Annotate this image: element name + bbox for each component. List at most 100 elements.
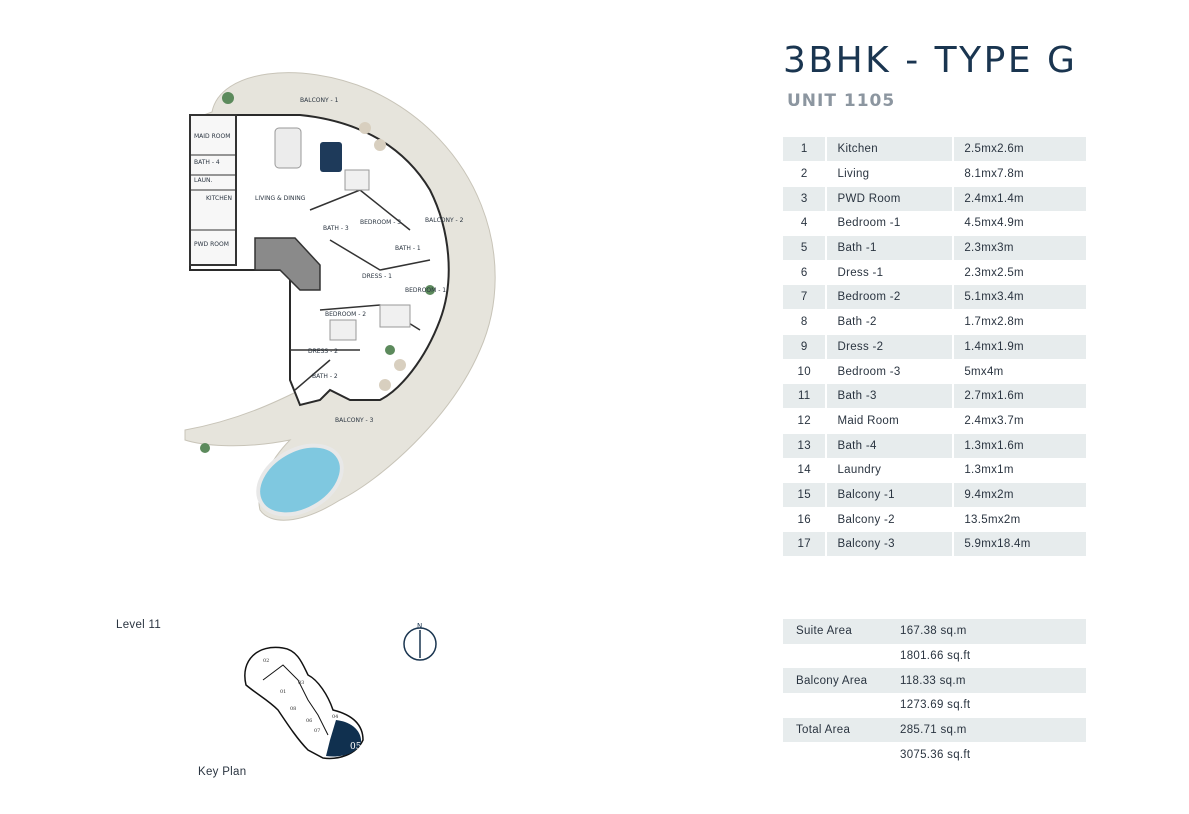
label-laundry: LAUN.	[194, 177, 212, 184]
room-name: Bath -4	[827, 433, 953, 458]
level-label: Level 11	[116, 619, 162, 631]
room-name: Dress -1	[837, 266, 884, 279]
bed-3	[344, 169, 370, 191]
room-name: Bedroom -2	[827, 285, 953, 310]
room-row: 16 Balcony -2 13.5mx2m	[783, 507, 1086, 532]
room-name: Dress -2	[827, 334, 953, 359]
label-bath-3: BATH - 3	[323, 225, 349, 232]
page-title: 3BHK - TYPE G	[783, 40, 1078, 81]
label-bath-2: BATH - 2	[312, 373, 338, 380]
label-bedroom-1: BEDROOM - 1	[405, 287, 446, 294]
room-name: Balcony -2	[837, 513, 895, 526]
room-name: Balcony -1	[827, 482, 953, 507]
room-name: Bedroom -3	[837, 365, 901, 378]
key-plan-label: Key Plan	[198, 766, 247, 778]
label-dress-1: DRESS - 1	[362, 273, 392, 280]
room-size: 1.3mx1.6m	[954, 433, 1086, 458]
room-name: PWD Room	[827, 186, 953, 211]
room-size: 5mx4m	[964, 365, 1004, 378]
room-name: Kitchen	[827, 137, 953, 162]
label-bath-1: BATH - 1	[395, 245, 421, 252]
suite-area-sqft: 1801.66 sq.ft	[900, 650, 971, 663]
room-number: 17	[783, 532, 826, 557]
highlighted-unit	[326, 720, 362, 757]
room-number: 4	[800, 217, 808, 230]
bed-2	[329, 319, 357, 341]
swimming-pool	[256, 443, 344, 517]
room-number: 2	[800, 168, 808, 181]
planter	[425, 285, 435, 295]
room-number: 15	[783, 482, 826, 507]
balcony-area-sqm: 118.33 sq.m	[900, 674, 966, 687]
room-size: 13.5mx2m	[964, 513, 1021, 526]
key-unit-06: 06	[306, 718, 312, 724]
suite-area-sqm: 167.38 sq.m	[900, 625, 967, 638]
label-bath-4: BATH - 4	[194, 159, 220, 166]
room-number: 1	[783, 137, 826, 162]
room-row: 14 Laundry 1.3mx1m	[783, 458, 1086, 483]
floor-plan: BALCONY - 1 BALCONY - 2 BALCONY - 3 MAID…	[184, 72, 496, 521]
total-area-sqft-row: 3075.36 sq.ft	[783, 742, 1086, 767]
room-size: 1.3mx1m	[964, 464, 1014, 477]
compass-north-label: N	[417, 622, 422, 630]
label-living: LIVING & DINING	[255, 195, 306, 202]
room-number: 9	[783, 334, 826, 359]
room-number: 10	[797, 365, 811, 378]
room-size: 2.5mx2.6m	[954, 137, 1086, 162]
room-size: 2.3mx2.5m	[964, 266, 1024, 279]
key-unit-08: 08	[290, 706, 296, 712]
room-size: 5.1mx3.4m	[954, 285, 1086, 310]
room-size: 8.1mx7.8m	[964, 168, 1024, 181]
key-unit-02: 02	[263, 658, 269, 664]
room-size: 5.9mx18.4m	[954, 532, 1086, 557]
label-balcony-1: BALCONY - 1	[300, 97, 339, 104]
building-core	[254, 237, 321, 291]
room-number: 16	[797, 513, 811, 526]
key-plan: 02 03 01 08 04 06 07 05	[244, 646, 364, 760]
room-number: 6	[800, 266, 808, 279]
room-name: Bath -1	[827, 236, 953, 261]
room-number: 7	[783, 285, 826, 310]
balcony-area-row: Balcony Area 118.33 sq.m	[783, 668, 1086, 694]
room-name: Balcony -3	[827, 532, 953, 557]
room-name: Laundry	[837, 464, 882, 477]
total-area-row: Total Area 285.71 sq.m	[783, 717, 1086, 743]
room-size: 2.7mx1.6m	[954, 384, 1086, 409]
room-number: 8	[800, 316, 808, 329]
balcony-area-label: Balcony Area	[796, 674, 868, 687]
sofa	[274, 127, 302, 169]
room-number: 3	[783, 186, 826, 211]
interior-footprint	[189, 114, 450, 407]
key-unit-04: 04	[332, 714, 338, 720]
room-size: 2.4mx3.7m	[964, 414, 1024, 427]
room-name: Bath -2	[837, 316, 877, 329]
room-size: 2.4mx1.4m	[954, 186, 1086, 211]
room-size: 2.3mx3m	[954, 236, 1086, 261]
suite-area-row: Suite Area 167.38 sq.m	[783, 619, 1086, 644]
unit-number: UNIT 1105	[787, 91, 896, 111]
planter	[222, 92, 234, 104]
room-number: 12	[797, 414, 811, 427]
room-row: 6 Dress -1 2.3mx2.5m	[783, 260, 1086, 285]
bed-1	[379, 304, 411, 328]
key-unit-03: 03	[298, 680, 304, 686]
label-bedroom-2: BEDROOM - 2	[325, 311, 366, 318]
room-name: Bedroom -1	[837, 217, 901, 230]
room-number: 14	[797, 464, 811, 477]
label-pwd-room: PWD ROOM	[194, 241, 229, 248]
room-row: 10 Bedroom -3 5mx4m	[783, 359, 1086, 384]
suite-area-sqft-row: 1801.66 sq.ft	[783, 644, 1086, 669]
total-area-sqm: 285.71 sq.m	[900, 724, 967, 737]
total-area-sqft: 3075.36 sq.ft	[900, 748, 971, 761]
room-size: 4.5mx4.9m	[964, 217, 1024, 230]
room-size: 1.4mx1.9m	[954, 334, 1086, 359]
planter	[200, 443, 210, 453]
room-number: 5	[783, 236, 826, 261]
